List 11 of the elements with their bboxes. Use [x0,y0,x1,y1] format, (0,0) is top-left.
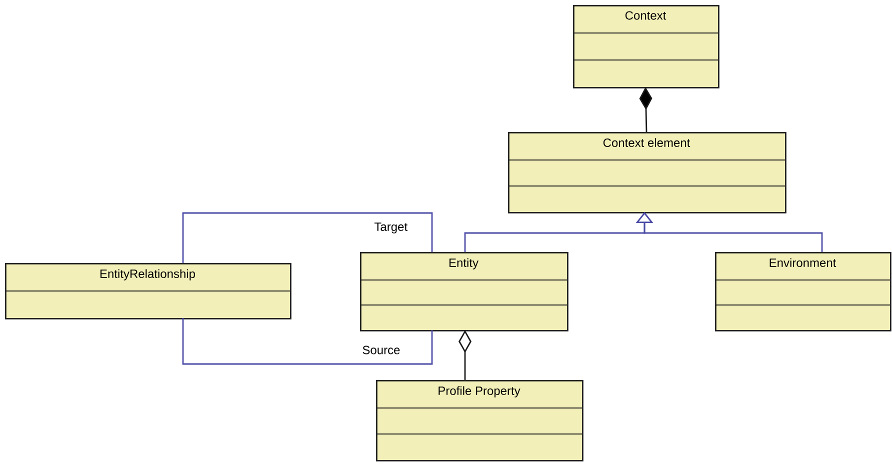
edge-label: Source [362,346,400,354]
association-line [182,318,433,365]
edge-label: Target [374,222,408,234]
class-box: Entity [360,252,568,332]
class-box: EntityRelationship [4,263,292,320]
class-box: Environment [714,252,892,332]
class-box: Context [572,5,720,88]
association-line [182,212,433,263]
generalization-arrow [636,212,823,252]
class-box: Profile Property [376,380,584,462]
class-box: Context element [508,132,786,214]
